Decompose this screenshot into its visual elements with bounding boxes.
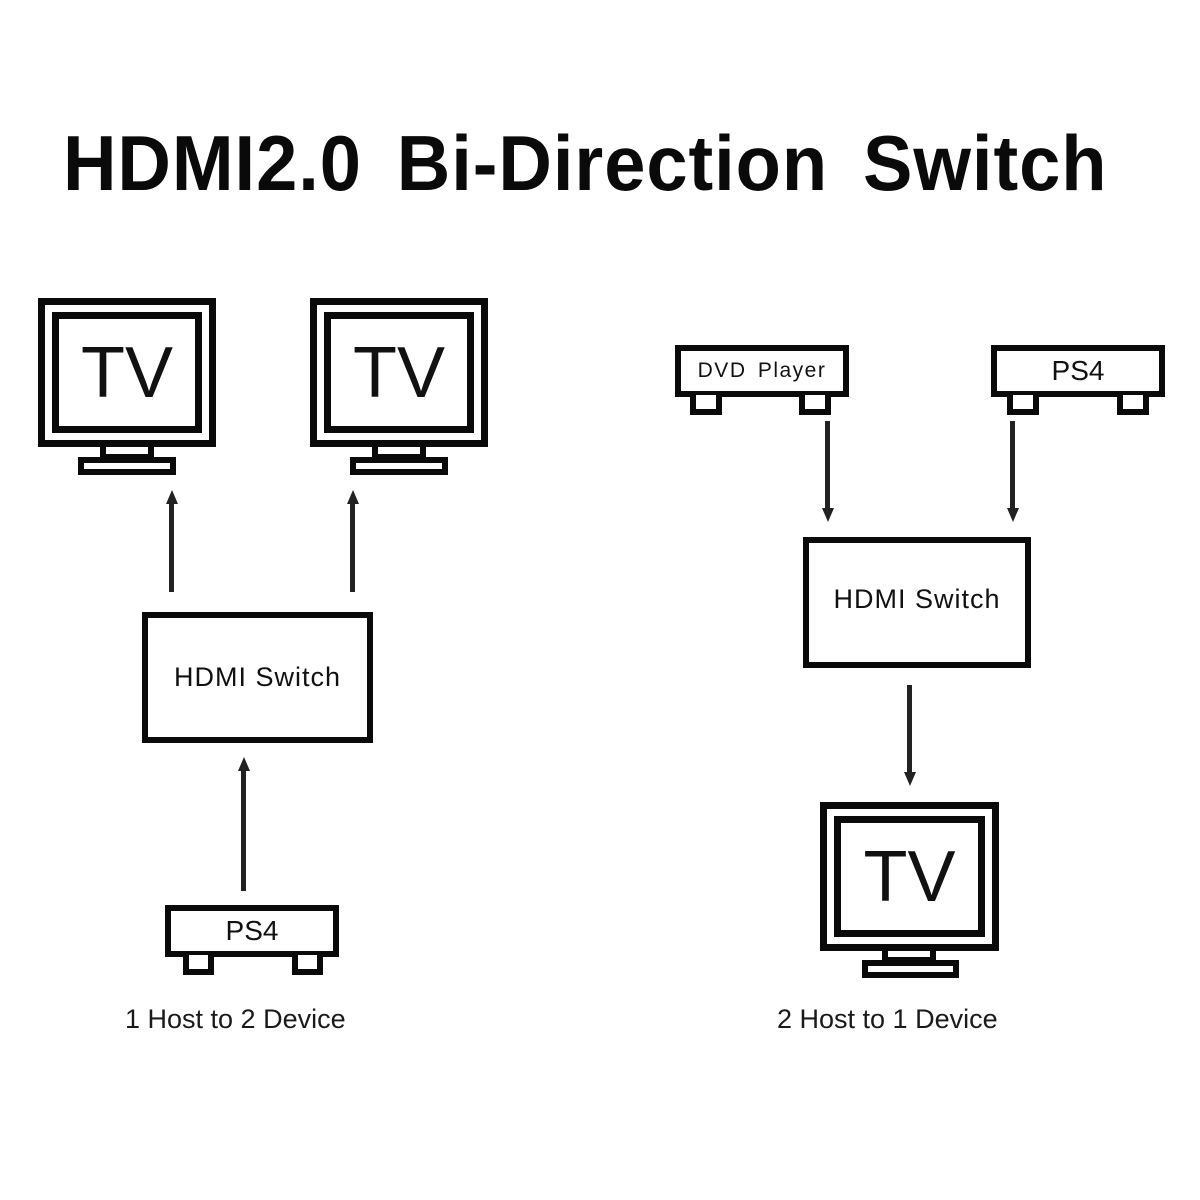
tv-label: TV [863,836,956,917]
hdmi-switch-label: HDMI Switch [833,584,1001,614]
console-foot [183,955,214,975]
dvd-player-label: DVD Player [697,359,827,382]
diagram-title: HDMI2.0 Bi-Direction Switch [62,119,1108,207]
console-label: PS4 [225,915,279,946]
console-foot [1007,395,1039,415]
console-foot [1117,395,1149,415]
hdmi-switch-label: HDMI Switch [173,662,341,692]
hdmi-switch-box: HDMI Switch [142,612,373,743]
tv-screen: TV [324,312,474,433]
tv-stand-base [862,960,959,978]
hdmi-switch-box: HDMI Switch [803,537,1031,668]
dvd-player-foot [799,395,831,415]
tv-stand-base [78,457,176,475]
tv-label: TV [352,332,445,413]
console-body: PS4 [165,905,339,957]
dvd-player-body: DVD Player [675,345,849,397]
console-label: PS4 [1051,355,1105,386]
tv-screen: TV [834,816,985,937]
tv-frame [820,802,999,951]
console-body: PS4 [991,345,1165,397]
tv-label: TV [80,332,173,413]
right-caption: 2 Host to 1 Device [777,1004,998,1034]
dvd-player-foot [690,395,722,415]
tv-screen: TV [52,312,202,433]
console-foot [292,955,323,975]
tv-frame [310,298,488,447]
left-caption: 1 Host to 2 Device [125,1004,346,1034]
tv-stand-base [350,457,448,475]
tv-frame [38,298,216,447]
